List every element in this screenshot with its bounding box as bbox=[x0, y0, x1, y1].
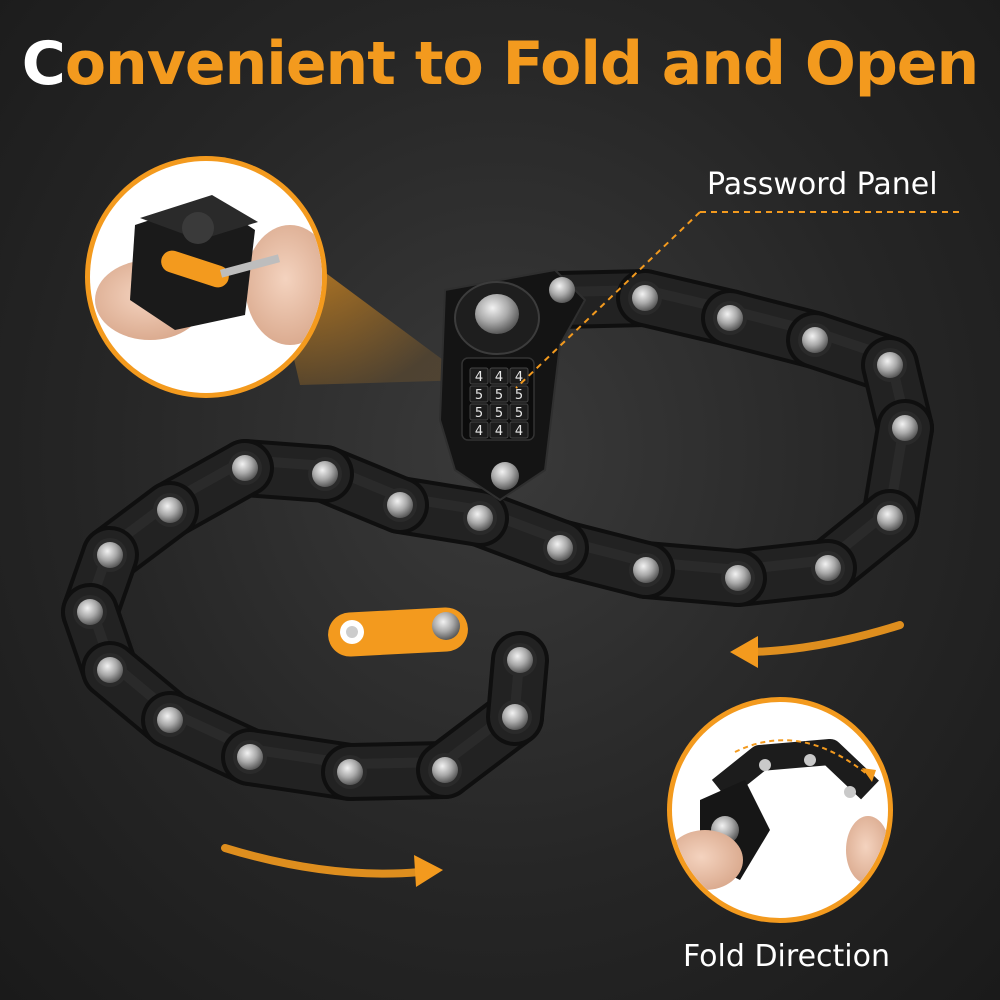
fold-direction-label: Fold Direction bbox=[683, 939, 890, 974]
rivet bbox=[877, 352, 903, 378]
dial-wheel bbox=[469, 367, 489, 385]
rivet bbox=[157, 497, 183, 523]
password-panel-label: Password Panel bbox=[707, 167, 938, 202]
dial-digit: 5 bbox=[515, 406, 523, 421]
rivet bbox=[815, 555, 841, 581]
rivet bbox=[802, 327, 828, 353]
dial-digit: 5 bbox=[515, 388, 523, 403]
headline-first-letter: C bbox=[21, 29, 66, 99]
dial-digit: 5 bbox=[495, 406, 503, 421]
rivet bbox=[97, 657, 123, 683]
dial-wheel bbox=[489, 421, 509, 439]
password-panel-leader bbox=[515, 211, 960, 389]
rivet bbox=[547, 535, 573, 561]
fold-arrow-lower bbox=[221, 844, 443, 887]
rivet bbox=[633, 557, 659, 583]
dial-wheel bbox=[489, 367, 509, 385]
dial-digit: 4 bbox=[495, 370, 503, 385]
rivet bbox=[232, 455, 258, 481]
rivet bbox=[77, 599, 103, 625]
dial-wheel bbox=[509, 403, 529, 421]
dial-wheel bbox=[469, 385, 489, 403]
rivet bbox=[632, 285, 658, 311]
dial-digit: 4 bbox=[495, 424, 503, 439]
dial-digit: 4 bbox=[515, 424, 523, 439]
rivet bbox=[432, 757, 458, 783]
inset-photo-folding bbox=[667, 697, 893, 923]
rivet bbox=[312, 461, 338, 487]
dial-wheel bbox=[509, 385, 529, 403]
rivet bbox=[157, 707, 183, 733]
dial-wheel bbox=[469, 421, 489, 439]
dial-wheel bbox=[489, 385, 509, 403]
dial-digit: 4 bbox=[475, 370, 483, 385]
headline-rest: onvenient to Fold and Open bbox=[64, 29, 979, 99]
rivet bbox=[237, 744, 263, 770]
dial-digit: 5 bbox=[475, 388, 483, 403]
dial-digit: 4 bbox=[515, 370, 523, 385]
headline: Convenient to Fold and Open bbox=[0, 34, 1000, 94]
dial-wheel bbox=[489, 403, 509, 421]
rivet bbox=[877, 505, 903, 531]
inset-photo-key-insert bbox=[85, 156, 327, 398]
rivet bbox=[725, 565, 751, 591]
rivet bbox=[507, 647, 533, 673]
orange-key-plate bbox=[328, 607, 468, 657]
rivet bbox=[337, 759, 363, 785]
dial-digit: 4 bbox=[475, 424, 483, 439]
dial-digit: 5 bbox=[495, 388, 503, 403]
rivet bbox=[387, 492, 413, 518]
folding-chain bbox=[61, 269, 934, 801]
dial-wheel bbox=[509, 421, 529, 439]
rivet bbox=[892, 415, 918, 441]
rivet bbox=[502, 704, 528, 730]
rivet bbox=[467, 505, 493, 531]
combination-lock-body bbox=[438, 268, 587, 502]
fold-arrow-upper bbox=[730, 621, 904, 668]
dial-digit: 5 bbox=[475, 406, 483, 421]
rivet bbox=[717, 305, 743, 331]
dial-wheel bbox=[469, 403, 489, 421]
rivet bbox=[97, 542, 123, 568]
